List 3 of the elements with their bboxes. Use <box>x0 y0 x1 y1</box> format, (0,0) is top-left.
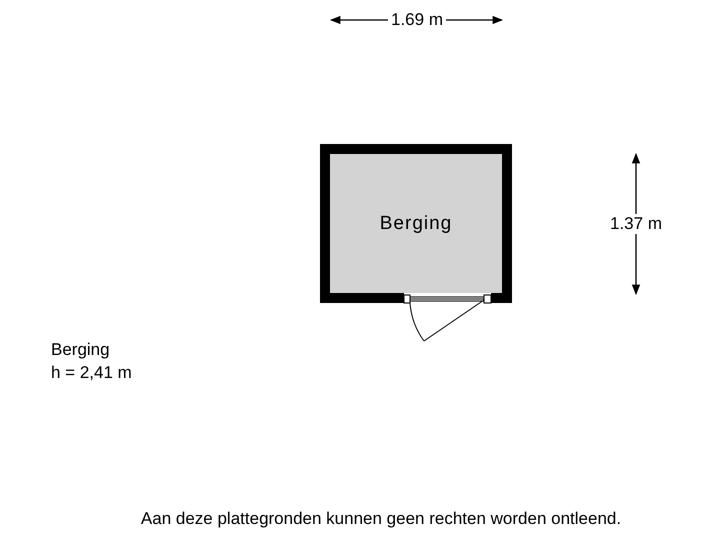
room-name: Berging <box>380 212 452 234</box>
disclaimer-caption: Aan deze plattegronden kunnen geen rechten worden ontleend. <box>140 509 622 529</box>
room-floor <box>330 154 502 293</box>
